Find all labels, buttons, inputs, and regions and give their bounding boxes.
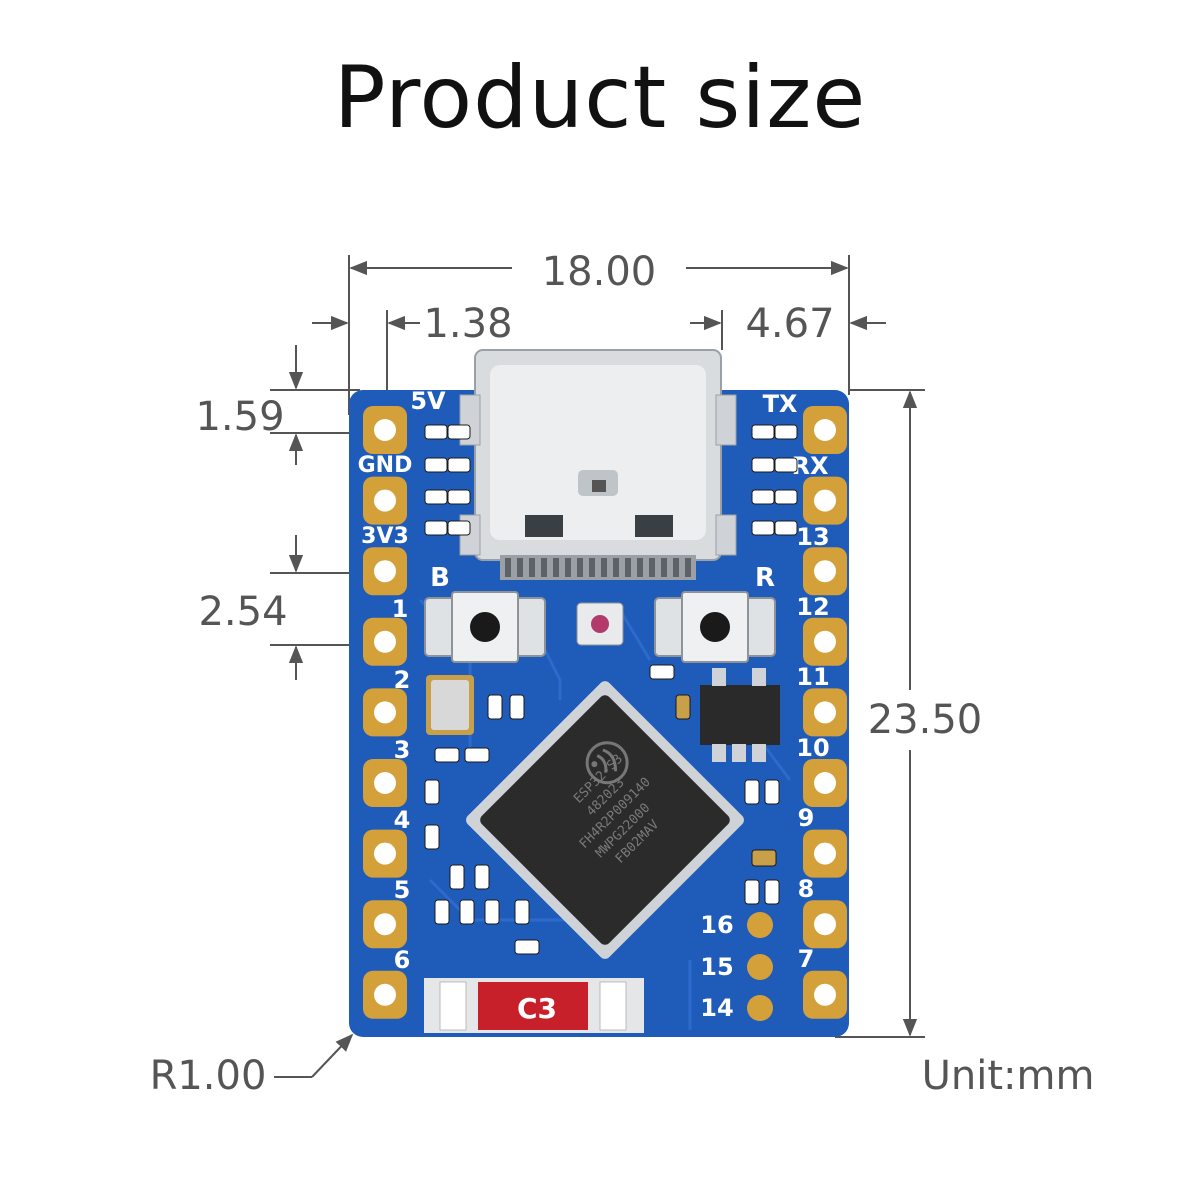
right-pin-pads — [803, 406, 847, 1019]
pin-label-8: 8 — [798, 875, 815, 903]
pad-hole — [374, 913, 396, 936]
pin-label-16: 16 — [700, 911, 733, 939]
pin-label-3v3: 3V3 — [361, 524, 409, 549]
antenna-label: C3 — [517, 992, 557, 1025]
pin-label-3: 3 — [394, 736, 411, 764]
pad-hole — [814, 560, 836, 583]
pad-hole — [374, 630, 396, 653]
voltage-regulator — [700, 668, 780, 762]
dimension-lines — [270, 255, 925, 1078]
pad-hole — [374, 560, 396, 583]
left-offset-label: 1.38 — [423, 301, 512, 347]
ceramic-antenna — [424, 978, 644, 1033]
pin-label-gnd: GND — [358, 453, 413, 478]
board: 5V GND 3V3 1 2 3 4 5 6 TX RX 13 12 11 10… — [349, 349, 849, 1037]
pin-label-1: 1 — [392, 595, 409, 623]
height-dimension-label: 23.50 — [868, 697, 983, 743]
rgb-led — [576, 602, 624, 646]
bottom-pin-pads — [747, 912, 773, 1021]
pin-label-rx: RX — [792, 452, 829, 480]
pad-hole — [814, 701, 836, 724]
pin-label-15: 15 — [700, 953, 733, 981]
button-label-reset: R — [755, 563, 775, 593]
dimension-labels: 18.00 1.38 4.67 1.59 2.54 23.50 R1.00 Un… — [150, 249, 1095, 1099]
pin-pitch-label: 2.54 — [198, 589, 287, 635]
pad-hole — [814, 630, 836, 653]
pad-hole — [374, 983, 396, 1006]
pad-hole — [814, 983, 836, 1006]
pin-label-2: 2 — [394, 666, 411, 694]
width-dimension-label: 18.00 — [542, 249, 657, 295]
pin-label-5: 5 — [394, 876, 411, 904]
crystal-oscillator — [426, 675, 474, 735]
pin-label-14: 14 — [700, 994, 733, 1022]
pad-hole — [374, 842, 396, 865]
pad-hole — [374, 772, 396, 794]
left-pin-pads — [363, 406, 407, 1019]
pad-hole — [814, 913, 836, 936]
usb-c-connector — [459, 349, 737, 580]
pin-label-10: 10 — [796, 734, 829, 762]
passive-components — [424, 424, 798, 955]
pin-label-12: 12 — [796, 593, 829, 621]
right-offset-label: 4.67 — [745, 301, 834, 347]
pin-label-13: 13 — [796, 523, 829, 551]
pad-hole — [374, 701, 396, 724]
pad-hole — [374, 489, 396, 512]
pin-label-4: 4 — [394, 806, 411, 834]
pin-label-tx: TX — [763, 390, 798, 418]
pin-label-5v: 5V — [410, 387, 446, 415]
pad-hole — [814, 419, 836, 441]
pin-label-11: 11 — [796, 663, 829, 691]
pin-label-7: 7 — [798, 945, 815, 973]
pad-hole — [374, 419, 396, 441]
pad-hole — [814, 772, 836, 794]
reset-button[interactable] — [654, 591, 776, 663]
unit-label: Unit:mm — [922, 1053, 1095, 1099]
page-title: Product size — [333, 48, 867, 148]
button-label-boot: B — [430, 563, 450, 593]
top-gap-label: 1.59 — [195, 394, 284, 440]
corner-radius-label: R1.00 — [150, 1053, 267, 1099]
pin-label-6: 6 — [394, 946, 411, 974]
boot-button[interactable] — [424, 591, 546, 663]
pad-hole — [814, 842, 836, 865]
espressif-logo-icon — [585, 741, 629, 785]
esp32-s3-chip — [466, 681, 744, 959]
pin-label-9: 9 — [798, 804, 815, 832]
pad-hole — [814, 489, 836, 512]
